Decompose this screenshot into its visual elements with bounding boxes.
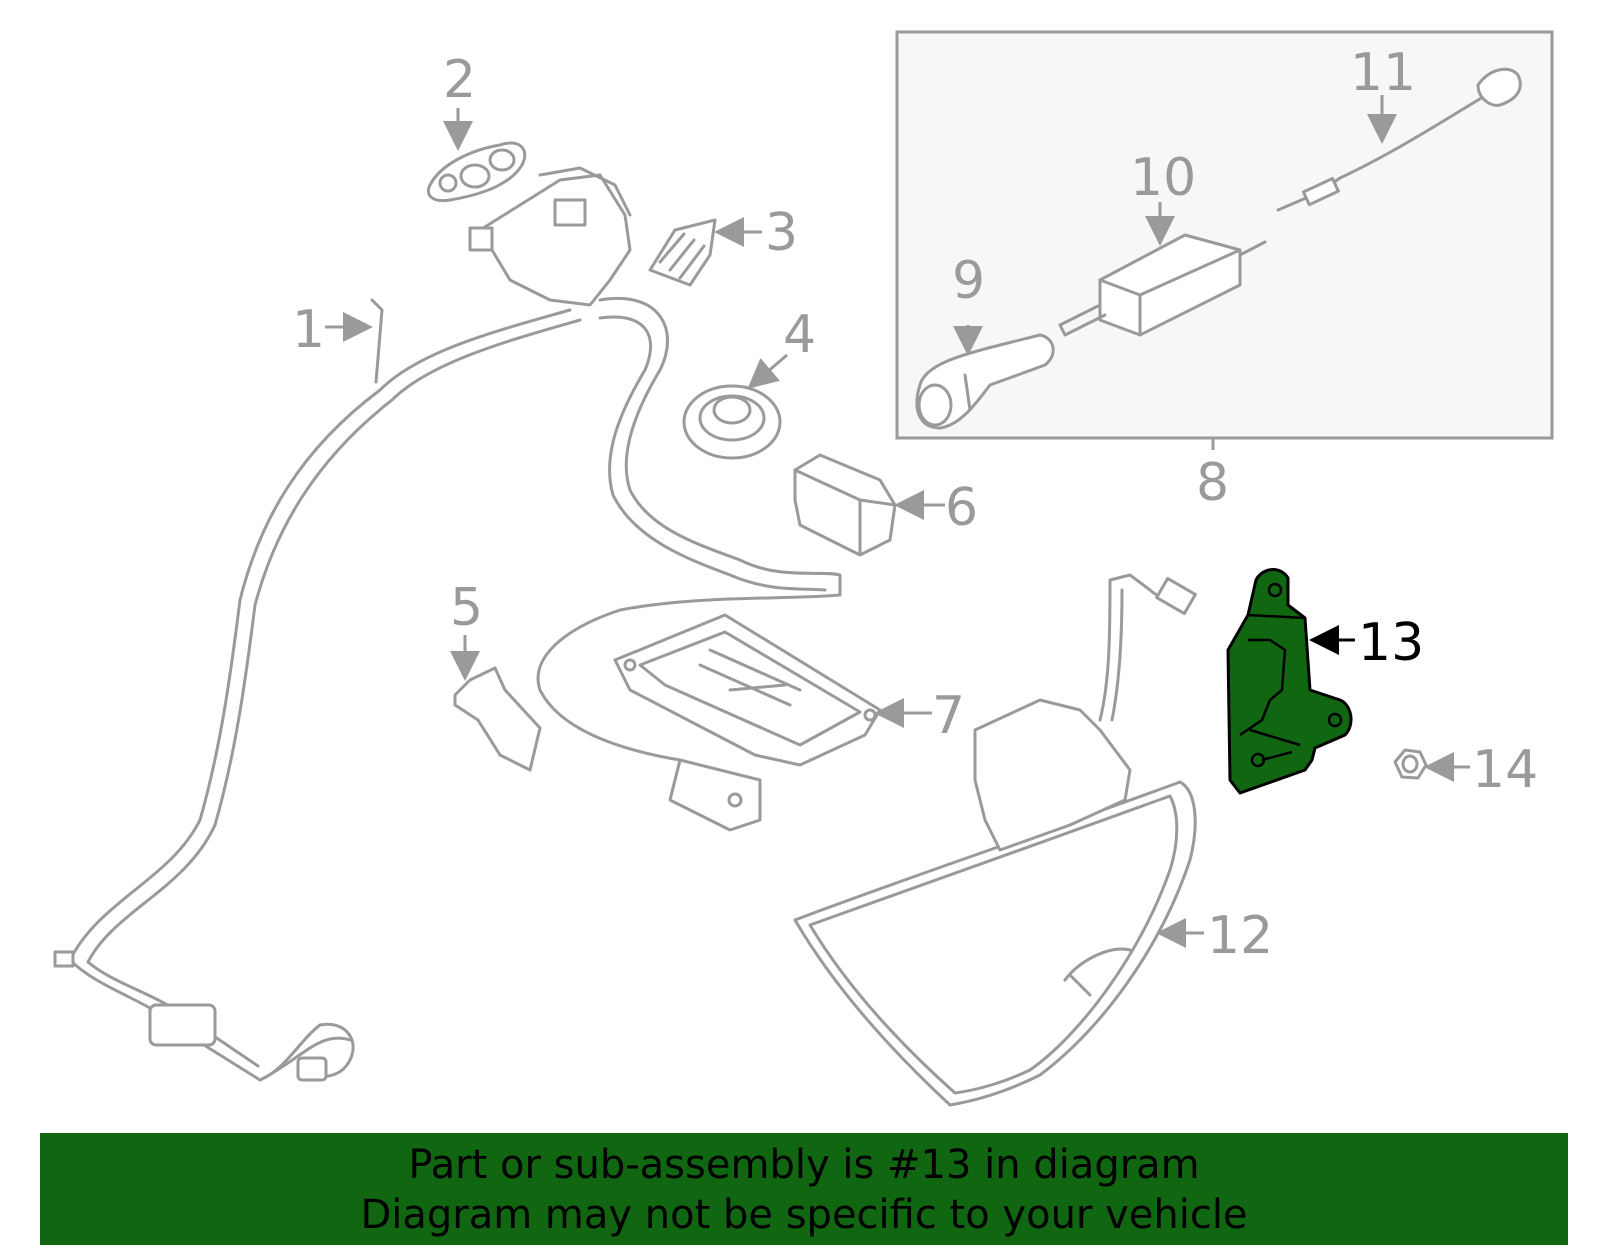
part-13-highlighted-bracket[interactable] — [1226, 568, 1353, 795]
part-10-module[interactable] — [1058, 233, 1267, 337]
callout-7: 7 — [932, 686, 965, 746]
part-5-bracket[interactable] — [453, 666, 542, 772]
callout-12: 12 — [1207, 906, 1273, 966]
part-14-nut[interactable] — [1393, 748, 1428, 780]
banner-line-2: Diagram may not be specific to your vehi… — [360, 1192, 1248, 1238]
callout-4: 4 — [783, 305, 816, 365]
part-3-clip[interactable] — [648, 218, 717, 287]
part-2-grommet[interactable] — [426, 141, 527, 203]
callout-9: 9 — [952, 251, 985, 311]
callout-5: 5 — [450, 578, 483, 638]
part-11-cable[interactable] — [1276, 67, 1522, 212]
callout-10: 10 — [1130, 148, 1196, 208]
callout-8: 8 — [1196, 453, 1229, 513]
callout-3: 3 — [765, 203, 798, 263]
part-6-connector[interactable] — [793, 453, 897, 557]
callout-1: 1 — [292, 300, 325, 360]
part-4-round-grommet[interactable] — [682, 384, 782, 460]
callout-11: 11 — [1350, 43, 1416, 103]
callout-2: 2 — [443, 50, 476, 110]
part-12-lamp-assembly[interactable] — [793, 573, 1197, 1107]
info-banner: Part or sub-assembly is #13 in diagram D… — [40, 1133, 1568, 1245]
callout-6: 6 — [945, 478, 978, 538]
part-1-wiring-harness[interactable] — [53, 166, 842, 1082]
banner-line-1: Part or sub-assembly is #13 in diagram — [408, 1142, 1200, 1188]
callout-13-highlighted: 13 — [1358, 613, 1424, 673]
callout-14: 14 — [1472, 740, 1538, 800]
